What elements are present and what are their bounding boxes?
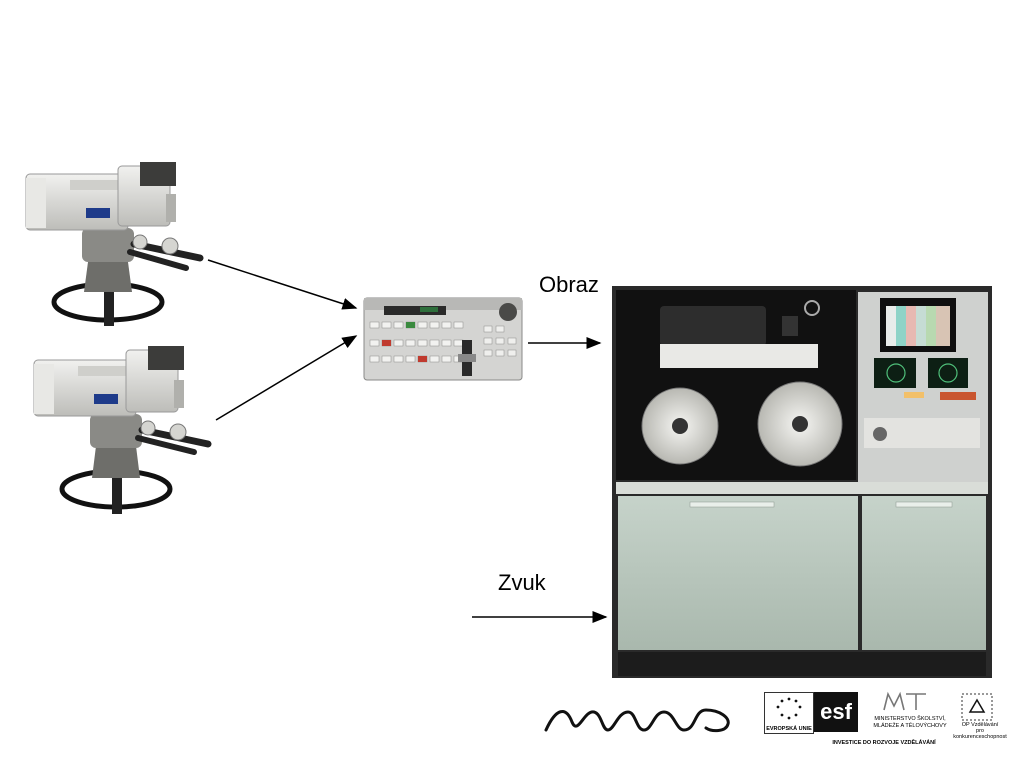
munro-logo xyxy=(544,708,730,733)
label-video: Obraz xyxy=(539,272,599,297)
msmt-caption-2: MLÁDEŽE A TĚLOVÝCHOVY xyxy=(873,723,947,729)
op-caption-1: OP Vzdělávání xyxy=(961,722,999,728)
footer-logos: EVROPSKÁ UNIE esf MINISTERSTVO ŠKOLSTVÍ,… xyxy=(540,690,1010,760)
video-tape-recorder xyxy=(612,286,992,678)
arrow-camera2-to-mixer xyxy=(215,335,358,421)
eu-flag-logo: EVROPSKÁ UNIE xyxy=(764,692,814,734)
vision-mixer xyxy=(363,297,523,381)
tv-camera-1 xyxy=(25,162,204,326)
op-caption-2: pro konkurenceschopnost xyxy=(953,728,1007,741)
investice-caption: INVESTICE DO ROZVOJE VZDĚLÁVÁNÍ xyxy=(832,740,936,746)
eu-caption: EVROPSKÁ UNIE xyxy=(766,726,812,732)
esf-logo: esf xyxy=(814,692,858,732)
op-vzdelavani-icon xyxy=(961,693,993,721)
tv-camera-2 xyxy=(33,346,212,514)
arrow-camera1-to-mixer xyxy=(207,259,358,310)
msmt-monogram-icon xyxy=(883,691,926,711)
eu-stars-icon xyxy=(776,697,802,720)
label-audio: Zvuk xyxy=(498,570,546,595)
msmt-caption-1: MINISTERSTVO ŠKOLSTVÍ, xyxy=(874,716,946,722)
